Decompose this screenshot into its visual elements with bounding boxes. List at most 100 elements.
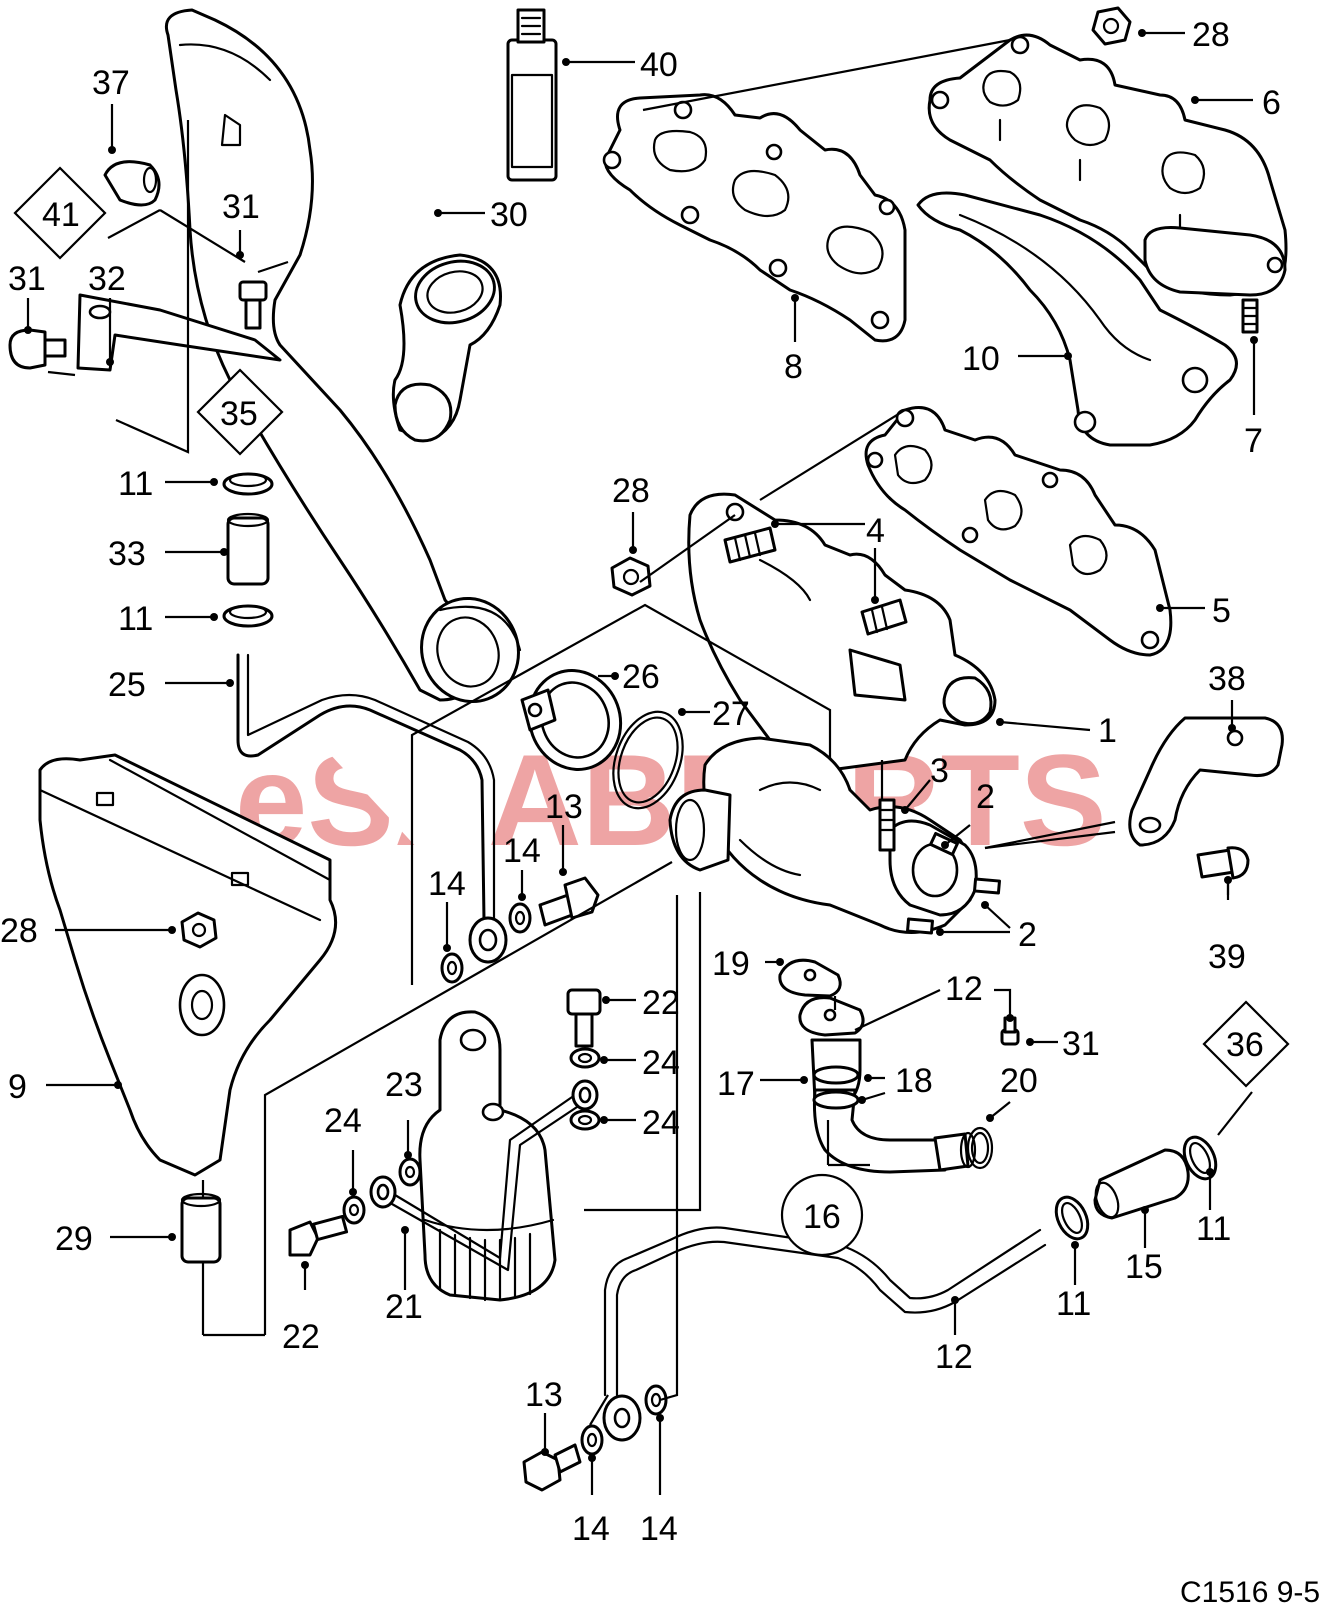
callout-41: 41 bbox=[42, 196, 80, 234]
heat-shield-part-10 bbox=[916, 191, 1238, 447]
callout-24-left: 24 bbox=[324, 1102, 362, 1140]
callout-6: 6 bbox=[1262, 84, 1281, 122]
callout-20: 20 bbox=[1000, 1062, 1038, 1100]
cap-part-37 bbox=[103, 160, 161, 207]
washer-part-24-left bbox=[342, 1195, 366, 1225]
callout-11-upper: 11 bbox=[118, 465, 153, 503]
bolt-part-39 bbox=[1196, 846, 1250, 880]
callout-17: 17 bbox=[717, 1065, 755, 1103]
sealant-tube-part-40 bbox=[506, 8, 558, 182]
callout-28-left: 28 bbox=[0, 912, 38, 950]
callout-39: 39 bbox=[1208, 938, 1246, 976]
hose-clamp-part-11-upper bbox=[222, 472, 274, 496]
callout-32: 32 bbox=[88, 260, 126, 298]
studs-part-4 bbox=[723, 526, 908, 636]
hose-part-15 bbox=[1093, 1148, 1190, 1220]
nut-part-28-top bbox=[1091, 6, 1132, 46]
callout-15: 15 bbox=[1125, 1248, 1163, 1286]
gasket-part-19 bbox=[778, 958, 842, 998]
manifold-gasket-part-8 bbox=[602, 93, 907, 343]
oil-filter-housing bbox=[418, 1010, 557, 1302]
oil-pipe-part-21 bbox=[369, 1079, 599, 1272]
bolt-part-31-upper bbox=[238, 280, 268, 330]
callout-30: 30 bbox=[490, 196, 528, 234]
callout-28-middle: 28 bbox=[612, 472, 650, 510]
callout-35: 35 bbox=[220, 395, 258, 433]
clamp-part-26 bbox=[520, 669, 623, 771]
washer-part-14-b bbox=[508, 902, 532, 934]
bolt-part-22-top bbox=[566, 988, 602, 1048]
return-pipe-part-12-lower bbox=[602, 1226, 1047, 1442]
callout-11-lower: 11 bbox=[118, 600, 153, 638]
callout-frame-35 bbox=[196, 368, 284, 456]
callout-frame-36 bbox=[1202, 1000, 1290, 1088]
callout-29: 29 bbox=[55, 1220, 93, 1258]
turbocharger bbox=[668, 736, 1001, 935]
turbo-manifold-part-1 bbox=[687, 492, 997, 772]
bracket-part-38 bbox=[1128, 716, 1284, 847]
washer-part-23 bbox=[398, 1157, 422, 1187]
flange-part-12-upper bbox=[798, 996, 865, 1037]
callout-37: 37 bbox=[92, 64, 130, 102]
banjo-bolt-part-13-upper bbox=[538, 876, 600, 927]
callout-12-lower: 12 bbox=[935, 1338, 973, 1376]
clamp-part-17 bbox=[812, 1065, 860, 1085]
callout-23: 23 bbox=[385, 1066, 423, 1104]
callout-11-right-a: 11 bbox=[1056, 1285, 1091, 1323]
nut-part-28-middle bbox=[610, 556, 652, 597]
callout-leaders bbox=[24, 29, 1258, 1495]
assembly-guide-lines bbox=[47, 38, 1230, 1426]
callout-14-d: 14 bbox=[640, 1510, 678, 1548]
turbo-gasket-part-5 bbox=[864, 406, 1173, 657]
banjo-bolt-part-13-lower bbox=[522, 1443, 582, 1492]
nut-part-28-left bbox=[180, 911, 218, 949]
callout-16: 16 bbox=[803, 1198, 841, 1236]
callout-4: 4 bbox=[866, 512, 885, 550]
callout-1: 1 bbox=[1098, 712, 1117, 750]
hose-clamp-part-11-right-a bbox=[1054, 1195, 1090, 1241]
callout-27: 27 bbox=[712, 695, 750, 733]
callout-9: 9 bbox=[8, 1068, 27, 1106]
callout-31-right: 31 bbox=[1062, 1025, 1100, 1063]
washer-part-24-upper bbox=[569, 1047, 601, 1069]
washer-part-14-a bbox=[440, 952, 464, 984]
bolt-part-31-left bbox=[8, 328, 67, 370]
callout-7: 7 bbox=[1244, 422, 1263, 460]
callout-24-lower: 24 bbox=[642, 1104, 680, 1142]
spacer-part-29 bbox=[180, 1192, 222, 1264]
callout-13-lower: 13 bbox=[525, 1376, 563, 1414]
callout-31-upper: 31 bbox=[222, 188, 260, 226]
exhaust-manifold-part-6 bbox=[927, 33, 1288, 297]
callout-36: 36 bbox=[1226, 1026, 1264, 1064]
callout-31-left: 31 bbox=[8, 260, 46, 298]
o-ring-part-27 bbox=[612, 710, 684, 810]
callout-2-upper: 2 bbox=[976, 778, 995, 816]
callout-14-c: 14 bbox=[572, 1510, 610, 1548]
callout-40: 40 bbox=[640, 46, 678, 84]
callout-8: 8 bbox=[784, 348, 803, 386]
callout-18: 18 bbox=[895, 1062, 933, 1100]
clamp-part-18 bbox=[812, 1090, 860, 1110]
callout-5: 5 bbox=[1212, 592, 1231, 630]
bolt-part-22-left bbox=[288, 1214, 349, 1257]
callout-numbers: 37 41 31 31 32 35 11 33 11 25 30 40 28 6… bbox=[0, 16, 1281, 1548]
hose-clamp-part-11-right-b bbox=[1182, 1135, 1218, 1181]
callout-38: 38 bbox=[1208, 660, 1246, 698]
callout-14-b: 14 bbox=[503, 832, 541, 870]
pipe-part-25 bbox=[236, 653, 508, 964]
heat-shield-part-9 bbox=[38, 753, 338, 1177]
callout-25: 25 bbox=[108, 666, 146, 704]
stud-part-3 bbox=[878, 798, 896, 852]
callout-10: 10 bbox=[962, 340, 1000, 378]
hose-part-33 bbox=[226, 512, 270, 586]
callout-11-right-b: 11 bbox=[1196, 1210, 1231, 1248]
washer-part-14-d bbox=[644, 1384, 668, 1416]
callout-2-lower: 2 bbox=[1018, 916, 1037, 954]
stud-part-7 bbox=[1241, 298, 1259, 334]
callout-13-upper: 13 bbox=[545, 788, 583, 826]
callout-frame-41 bbox=[13, 166, 107, 260]
callout-24-upper: 24 bbox=[642, 1044, 680, 1082]
callout-12-upper: 12 bbox=[945, 970, 983, 1008]
washer-part-24-lower bbox=[569, 1109, 601, 1131]
